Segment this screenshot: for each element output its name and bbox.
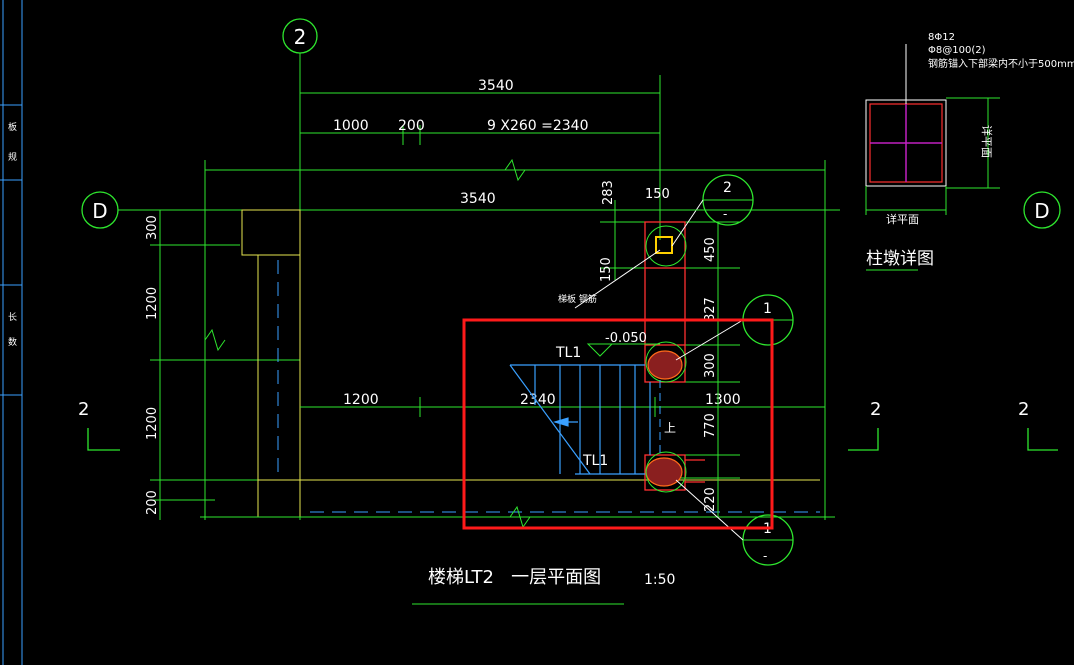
callout-1b-sub: -	[763, 549, 767, 563]
section-marker-right	[1027, 428, 1058, 451]
dim-450: 450	[703, 237, 718, 262]
dim-283: 283	[601, 180, 616, 205]
callout-2-sub: -	[723, 207, 727, 221]
grid-axis-D-left-label: D	[92, 199, 107, 223]
detail-line1: 8Φ12	[928, 32, 955, 43]
sidebar-label-1: 板	[8, 121, 17, 133]
stair-treads	[509, 364, 651, 475]
dim-top-a: 1000	[333, 118, 369, 134]
left-sidebar	[0, 0, 23, 665]
column-outline	[644, 221, 705, 491]
callout-1a-label: 1	[763, 301, 772, 317]
label-note-small: 梯板 钢筋	[558, 293, 597, 305]
dim-150-h: 150	[645, 187, 670, 202]
drawing-scale: 1:50	[644, 572, 675, 588]
callout-2	[671, 174, 754, 247]
detail-bottom-label: 详平面	[886, 212, 919, 226]
column-detail	[865, 44, 1000, 271]
column-core-top	[655, 236, 673, 254]
detail-title: 柱墩详图	[866, 249, 934, 269]
label-elevation: -0.050	[605, 331, 647, 346]
dim-top-c: 9 X260 =2340	[487, 118, 588, 134]
dim-run-1200: 1200	[343, 392, 379, 408]
dim-220: 220	[703, 487, 718, 512]
section-marker-left	[87, 428, 120, 451]
column-marker-mid	[645, 341, 687, 383]
column-hatch-2	[645, 457, 683, 487]
left-dimensions	[150, 209, 300, 520]
dim-300b: 300	[703, 353, 718, 378]
dim-top-b: 200	[398, 118, 425, 134]
detail-line3: 钢筋锚入下部梁内不小于500mm	[928, 57, 1074, 70]
top-dimensions	[204, 75, 826, 520]
column-hatch-1	[647, 350, 683, 380]
dim-mid-total: 3540	[460, 191, 496, 207]
label-tl1-bottom: TL1	[582, 453, 608, 469]
stair-walls	[241, 209, 820, 518]
drawing-title: 楼梯LT2 一层平面图	[428, 567, 601, 588]
column-marker-bot	[645, 451, 687, 493]
dim-run-1300: 1300	[705, 392, 741, 408]
dim-left-1200a: 1200	[145, 287, 160, 320]
note-leader	[574, 249, 661, 309]
dim-top-total: 3540	[478, 78, 514, 94]
dim-left-1200b: 1200	[145, 407, 160, 440]
highlight-box	[462, 318, 774, 530]
sidebar-label-2: 规	[8, 152, 17, 163]
grid-axis-2-label: 2	[294, 25, 307, 49]
grid-axis-D-right	[1023, 191, 1061, 229]
column-marker-top	[645, 225, 687, 267]
grid-axis-D-right-label: D	[1034, 199, 1049, 223]
section-mid-label: 2	[870, 399, 881, 420]
detail-line2: Φ8@100(2)	[928, 45, 986, 56]
dim-827: 827	[703, 297, 718, 322]
dim-770: 770	[703, 413, 718, 438]
section-marker-mid	[848, 428, 879, 451]
callout-1a	[675, 294, 794, 361]
dim-left-300: 300	[145, 215, 160, 240]
dim-left-200: 200	[145, 490, 160, 515]
sidebar-label-4: 数	[8, 336, 17, 348]
label-tl1-top: TL1	[555, 345, 581, 361]
callout-2-label: 2	[723, 180, 732, 196]
section-left-label: 2	[78, 399, 89, 420]
dim-run-2340: 2340	[520, 392, 556, 408]
dim-150-v: 150	[599, 257, 614, 282]
section-right-label: 2	[1018, 399, 1029, 420]
callout-1b	[675, 479, 794, 566]
detail-side-label: 详平面	[980, 125, 994, 158]
bottom-dimension-line	[200, 505, 835, 529]
label-up-mark: 上	[664, 421, 676, 435]
run-dimensions	[300, 397, 825, 417]
sidebar-label-3: 长	[8, 311, 17, 323]
